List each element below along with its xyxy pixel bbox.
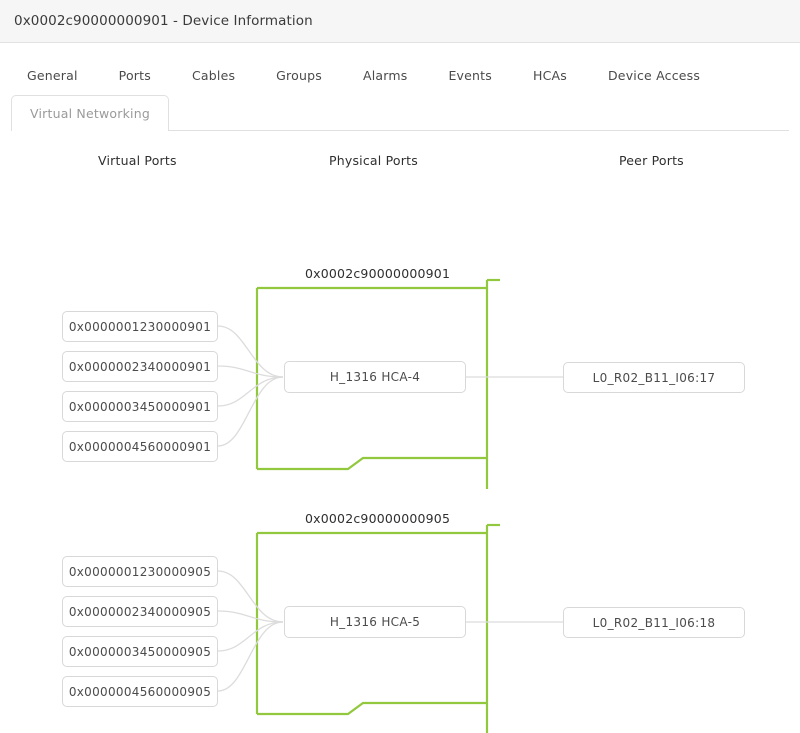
virtual-port-node[interactable]: 0x0000003450000905 xyxy=(62,636,218,667)
diagram-connectors xyxy=(217,278,563,733)
group-1-container xyxy=(255,278,500,489)
window-header: 0x0002c90000000901 - Device Information xyxy=(0,0,800,43)
column-header-physical-ports: Physical Ports xyxy=(329,153,418,168)
tab-general[interactable]: General xyxy=(27,67,78,83)
group-2-container xyxy=(255,523,500,733)
virtual-port-node[interactable]: 0x0000004560000905 xyxy=(62,676,218,707)
tab-row-primary: General Ports Cables Groups Alarms Event… xyxy=(0,59,700,91)
tab-virtual-networking-label: Virtual Networking xyxy=(30,106,150,121)
tab-underline-mask xyxy=(12,130,168,132)
peer-port-node[interactable]: L0_R02_B11_I06:17 xyxy=(563,362,745,393)
tab-cables[interactable]: Cables xyxy=(191,67,236,83)
virtual-port-node[interactable]: 0x0000003450000901 xyxy=(62,391,218,422)
tab-hcas[interactable]: HCAs xyxy=(532,67,567,83)
group-title-2: 0x0002c90000000905 xyxy=(305,511,451,526)
physical-port-node[interactable]: H_1316 HCA-5 xyxy=(284,606,466,638)
tab-device-access[interactable]: Device Access xyxy=(607,67,701,83)
group-2-links xyxy=(217,570,563,692)
column-header-virtual-ports: Virtual Ports xyxy=(98,153,177,168)
virtual-networking-diagram: 0x0002c90000000901 0x0000001230000901 0x… xyxy=(0,131,800,733)
column-header-peer-ports: Peer Ports xyxy=(619,153,684,168)
tab-ports[interactable]: Ports xyxy=(118,67,151,83)
window-title: 0x0002c90000000901 - Device Information xyxy=(14,13,313,29)
virtual-port-node[interactable]: 0x0000002340000905 xyxy=(62,596,218,627)
physical-port-node[interactable]: H_1316 HCA-4 xyxy=(284,361,466,393)
tab-alarms[interactable]: Alarms xyxy=(362,67,408,83)
tab-underline xyxy=(11,130,789,131)
tab-events[interactable]: Events xyxy=(448,67,492,83)
group-title-1: 0x0002c90000000901 xyxy=(305,266,451,281)
tab-virtual-networking[interactable]: Virtual Networking xyxy=(11,95,169,131)
virtual-port-node[interactable]: 0x0000001230000901 xyxy=(62,311,218,342)
virtual-port-node[interactable]: 0x0000002340000901 xyxy=(62,351,218,382)
virtual-port-node[interactable]: 0x0000004560000901 xyxy=(62,431,218,462)
virtual-port-node[interactable]: 0x0000001230000905 xyxy=(62,556,218,587)
tab-bar: General Ports Cables Groups Alarms Event… xyxy=(0,43,800,132)
tab-groups[interactable]: Groups xyxy=(276,67,322,83)
peer-port-node[interactable]: L0_R02_B11_I06:18 xyxy=(563,607,745,638)
group-1-links xyxy=(217,325,563,447)
